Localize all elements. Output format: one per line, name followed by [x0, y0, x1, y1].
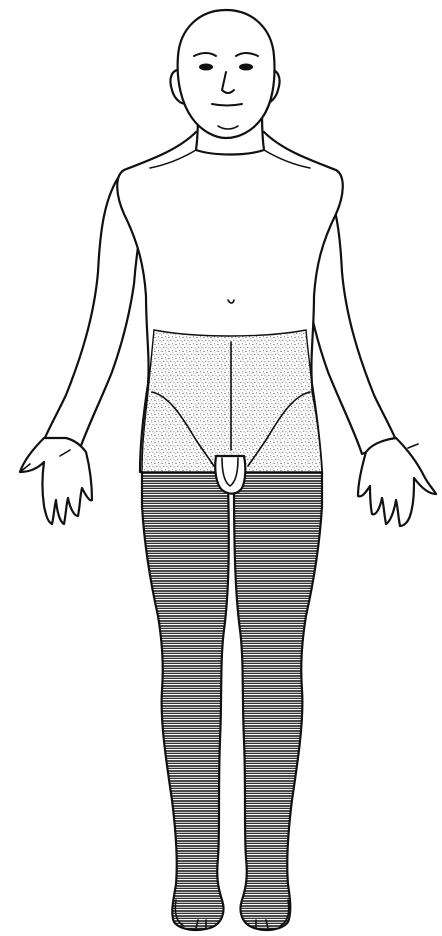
left-leg [142, 470, 229, 930]
left-hand [20, 438, 92, 524]
legs-hatched-region [142, 470, 322, 930]
left-eye [199, 64, 213, 71]
head [170, 10, 279, 138]
right-hand [358, 438, 436, 526]
right-eye [239, 64, 253, 71]
genitals [215, 456, 245, 494]
right-leg [234, 470, 322, 930]
